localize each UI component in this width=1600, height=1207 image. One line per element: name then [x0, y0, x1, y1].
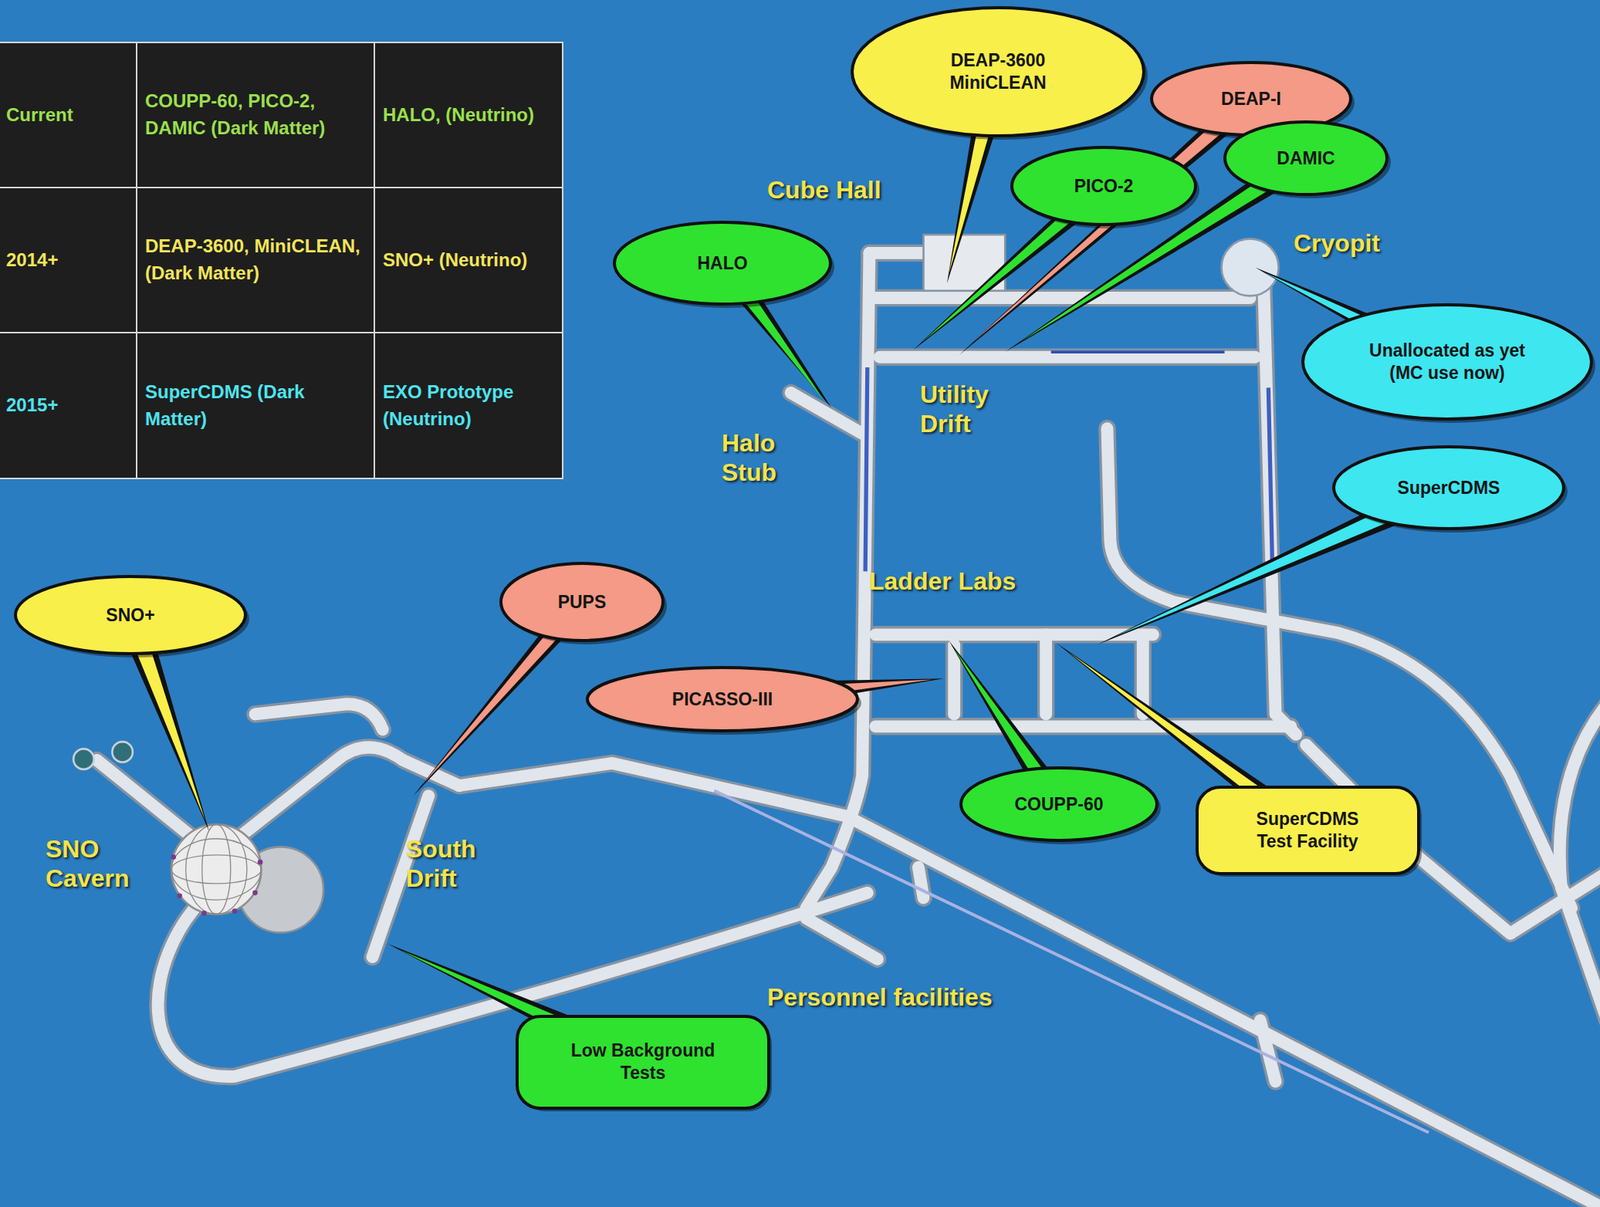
area-label: Halo Stub	[721, 428, 777, 488]
callout-bubble: SuperCDMS	[1331, 444, 1567, 532]
callout-box: SuperCDMS Test Facility	[1195, 785, 1421, 876]
callout-bubble: Unallocated as yet (MC use now)	[1300, 302, 1594, 422]
area-label: Cryopit	[1293, 228, 1381, 258]
callout-text: SuperCDMS	[1397, 476, 1501, 500]
area-label: South Drift	[405, 834, 477, 894]
callout-text: PUPS	[558, 591, 607, 614]
table-cell: COUPP-60, PICO-2, DAMIC (Dark Matter)	[135, 41, 376, 189]
callout-bubble: SNO+	[13, 574, 248, 657]
callout-text: DEAP-3600 MiniCLEAN	[940, 49, 1056, 95]
table-cell: 2015+	[0, 331, 138, 480]
callout-bubble: DEAP-3600 MiniCLEAN	[849, 5, 1147, 139]
callout-bubble: COUPP-60	[958, 765, 1160, 843]
callout-outline	[1300, 302, 1594, 422]
table-text: 2015+	[6, 392, 58, 420]
callout-text: SNO+	[105, 604, 155, 627]
callout-text: PICASSO-III	[672, 688, 773, 711]
callout-bubble: DAMIC	[1222, 119, 1390, 197]
callout-box: Low Background Tests	[515, 1014, 771, 1110]
callout-text: Low Background Tests	[550, 1039, 736, 1085]
callout-text: DAMIC	[1276, 147, 1335, 170]
table-cell: HALO, (Neutrino)	[373, 41, 564, 189]
callout-outline	[515, 1014, 771, 1110]
table-cell: 2014+	[0, 186, 138, 334]
table-cell: EXO Prototype (Neutrino)	[373, 331, 564, 480]
table-text: DEAP-3600, MiniCLEAN, (Dark Matter)	[145, 233, 366, 288]
callout-bubble: PICO-2	[1009, 145, 1198, 227]
callout-outline	[1195, 785, 1421, 876]
area-label: SNO Cavern	[45, 834, 130, 894]
table-cell: Current	[0, 41, 138, 189]
callout-text: HALO	[696, 252, 748, 275]
callout-outline	[849, 5, 1147, 139]
table-cell: SuperCDMS (Dark Matter)	[135, 331, 376, 480]
table-text: EXO Prototype (Neutrino)	[382, 378, 555, 433]
table-text: HALO, (Neutrino)	[382, 101, 535, 129]
callout-bubble: HALO	[612, 219, 833, 307]
callout-text: Unallocated as yet (MC use now)	[1354, 339, 1540, 385]
area-label: Cube Hall	[767, 175, 882, 205]
table-cell: SNO+ (Neutrino)	[373, 186, 564, 334]
callout-bubble: PICASSO-III	[585, 665, 860, 734]
table-text: SNO+ (Neutrino)	[382, 246, 528, 274]
area-label: Ladder Labs	[869, 566, 1016, 596]
callout-text: DEAP-I	[1221, 87, 1282, 111]
table-text: COUPP-60, PICO-2, DAMIC (Dark Matter)	[145, 87, 366, 143]
table-text: 2014+	[6, 246, 58, 274]
area-label: Personnel facilities	[767, 982, 993, 1012]
table-text: Current	[6, 101, 74, 129]
table-text: SuperCDMS (Dark Matter)	[145, 378, 366, 433]
callout-bubble: PUPS	[498, 561, 666, 643]
callout-text: SuperCDMS Test Facility	[1249, 808, 1366, 853]
callout-text: COUPP-60	[1014, 793, 1103, 816]
callout-text: PICO-2	[1074, 175, 1134, 198]
area-label: Utility Drift	[920, 379, 989, 440]
table-cell: DEAP-3600, MiniCLEAN, (Dark Matter)	[135, 186, 376, 334]
